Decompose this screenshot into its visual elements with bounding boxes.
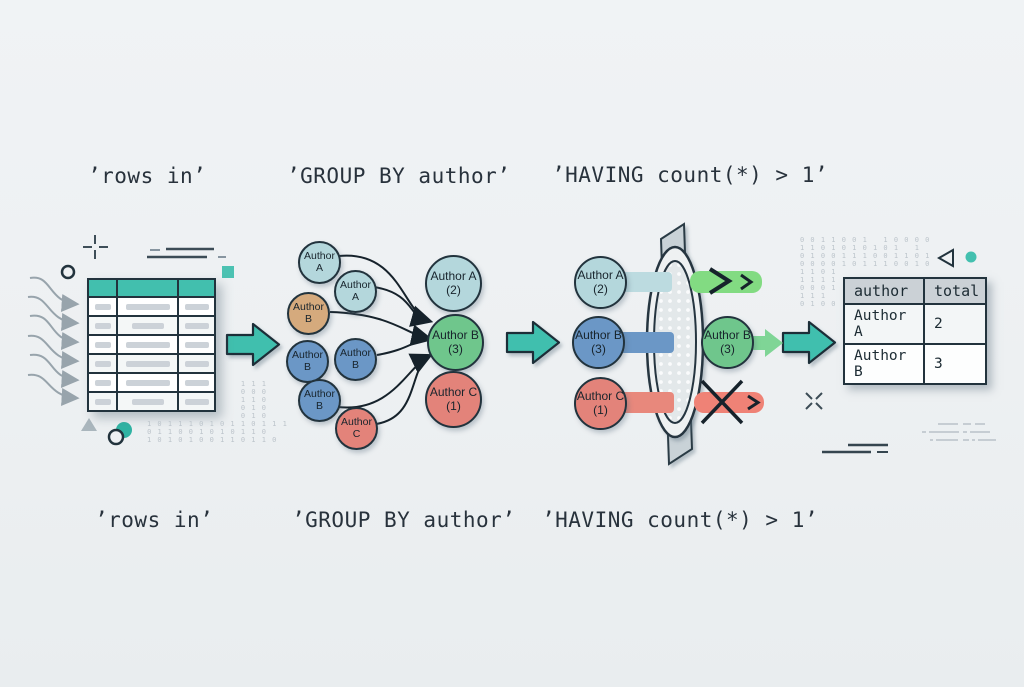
table-row (89, 336, 214, 355)
greater-than-icon (747, 394, 761, 411)
group-input-circle: Author B (334, 338, 377, 381)
result-table-header-author: author (843, 277, 925, 305)
flow-arrow-icon (781, 320, 837, 365)
stage-label-having-bottom: ’HAVING count(*) > 1’ (542, 508, 819, 532)
binary-decoration-left: 1 1 1 0 0 0 1 1 0 0 1 0 0 1 0 1 0 1 1 1 … (147, 380, 288, 444)
having-output-circle: Author B(3) (701, 316, 754, 369)
table-row: Author A 2 (843, 303, 988, 345)
flow-arrow-icon (505, 320, 561, 365)
greater-than-icon (708, 267, 754, 295)
stage-label-rows-in-top: ’rows in’ (88, 164, 207, 188)
result-author-cell: Author B (843, 343, 925, 385)
incoming-rows-arrows (27, 276, 80, 407)
having-flow-bars (615, 267, 783, 425)
group-output-circle: Author B(3) (427, 314, 484, 371)
result-author-cell: Author A (843, 303, 925, 345)
flow-arrow-icon (225, 322, 281, 367)
table-row (89, 393, 214, 410)
having-input-circle: Author A(2) (574, 256, 627, 309)
stage-label-group-by-bottom: ’GROUP BY author’ (292, 508, 516, 532)
group-input-circle: Author A (298, 241, 341, 284)
binary-decoration-right: 0 0 1 1 0 0 1 1 0 0 0 0 1 1 0 1 0 1 0 1 … (800, 236, 931, 308)
result-total-cell: 3 (922, 343, 988, 385)
table-row (89, 355, 214, 374)
source-table-header (89, 280, 214, 298)
left-triangle-icon (936, 248, 954, 268)
group-input-circle: Author B (287, 292, 330, 335)
result-table-header-total: total (922, 277, 988, 305)
decorations (60, 235, 996, 454)
circle-outline-icon (60, 264, 76, 280)
group-output-circle: Author A(2) (425, 255, 482, 312)
source-table (87, 278, 216, 412)
table-row (89, 317, 214, 336)
cross-icon (700, 379, 744, 425)
circle-outline-icon (107, 428, 125, 446)
table-row: Author B 3 (843, 343, 988, 385)
having-input-circle: Author B(3) (572, 316, 625, 369)
table-row (89, 298, 214, 317)
crosshair-icon (83, 235, 108, 259)
teal-dot-icon (965, 251, 977, 263)
stage-label-group-by-top: ’GROUP BY author’ (287, 164, 511, 188)
pass-arrow-icon (753, 329, 783, 357)
groupby-connector-arrows (329, 254, 434, 425)
group-input-circle: Author B (286, 340, 329, 383)
group-input-circle: Author B (298, 379, 341, 422)
teal-square-icon (222, 266, 234, 278)
having-input-circle: Author C(1) (574, 377, 627, 430)
result-table-header-row: author total (843, 277, 988, 305)
result-table: author total Author A 2 Author B 3 (843, 277, 988, 385)
stage-label-having-top: ’HAVING count(*) > 1’ (552, 163, 829, 187)
result-total-cell: 2 (922, 303, 988, 345)
sparkle-icon (805, 392, 823, 410)
group-input-circle: Author C (335, 407, 378, 450)
table-row (89, 374, 214, 393)
stage-label-rows-in-bottom: ’rows in’ (95, 508, 214, 532)
triangle-icon (81, 418, 97, 431)
group-input-circle: Author A (334, 270, 377, 313)
group-output-circle: Author C(1) (425, 371, 482, 428)
